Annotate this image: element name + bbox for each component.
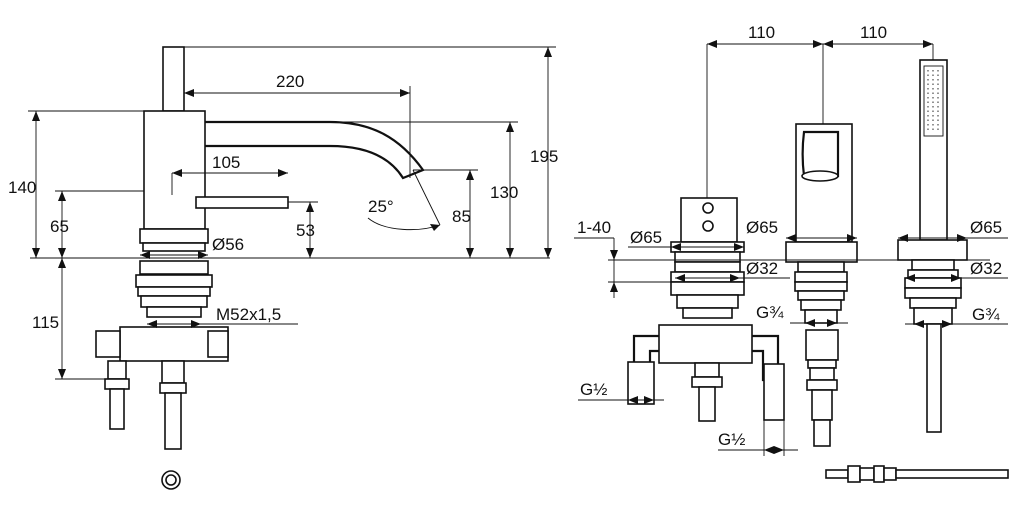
hand-shower-unit xyxy=(897,59,968,433)
dim-lever-height: 53 xyxy=(296,221,315,240)
dim-shower-bore: Ø32 xyxy=(970,259,1002,278)
dim-spout-height: 130 xyxy=(490,183,518,202)
dim-mixer-bore: Ø32 xyxy=(746,259,778,278)
dim-inlet-left: G½ xyxy=(580,380,607,399)
left-view: 195 220 130 85 25° 105 53 140 65 Ø56 115… xyxy=(8,46,558,490)
mixer-unit xyxy=(627,197,785,422)
dim-below-deck: 115 xyxy=(32,313,59,332)
dim-lever-reach: 105 xyxy=(212,153,240,172)
spout-unit xyxy=(785,123,858,447)
right-view: 110 110 1-40 Ø65 Ø65 Ø65 Ø32 Ø32 G¾ G¾ G… xyxy=(574,23,1009,483)
dim-spout-angle: 25° xyxy=(368,197,394,216)
dim-spout-connection: G¾ xyxy=(756,303,784,322)
dim-base-diameter: Ø56 xyxy=(212,235,244,254)
left-dimension-labels: 195 220 130 85 25° 105 53 140 65 Ø56 115… xyxy=(8,72,558,332)
dim-deck-thickness: 1-40 xyxy=(577,218,611,237)
dim-base-height: 65 xyxy=(50,217,69,236)
dim-spout-diameter: Ø65 xyxy=(746,218,778,237)
dim-body-height: 140 xyxy=(8,178,36,197)
dim-shower-diameter: Ø65 xyxy=(970,218,1002,237)
dim-spacing-1: 110 xyxy=(748,23,775,42)
mixer-outline xyxy=(95,46,425,490)
right-dimension-lines xyxy=(574,40,1008,456)
dim-inlet-right: G½ xyxy=(718,430,745,449)
left-dimension-lines xyxy=(28,46,556,380)
dim-thread: M52x1,5 xyxy=(216,305,281,324)
right-dimension-labels: 110 110 1-40 Ø65 Ø65 Ø65 Ø32 Ø32 G¾ G¾ G… xyxy=(577,23,1002,449)
dim-shower-connection: G¾ xyxy=(972,305,1000,324)
dim-height-total: 195 xyxy=(530,147,558,166)
dim-spout-reach: 220 xyxy=(276,72,304,91)
dim-spacing-2: 110 xyxy=(860,23,887,42)
dim-outlet-height: 85 xyxy=(452,207,471,226)
hose-detail xyxy=(825,465,1009,483)
dim-mixer-diameter: Ø65 xyxy=(630,228,662,247)
